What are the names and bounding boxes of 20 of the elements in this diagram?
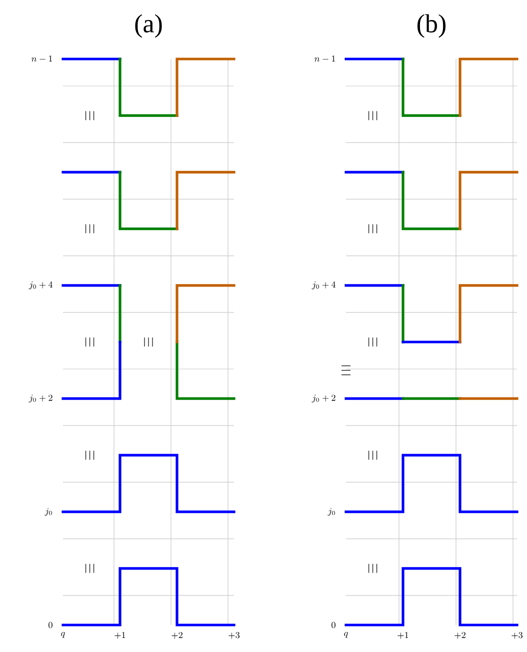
axis-label: $+2$ <box>172 632 182 639</box>
panel-label: (b) <box>418 14 446 38</box>
axis-label: $+1$ <box>398 632 408 639</box>
axis-label: $n-1$ <box>32 55 52 62</box>
axis-label: $+3$ <box>228 632 240 639</box>
panel-label: (a) <box>135 14 162 38</box>
axis-label: $0$ <box>48 622 52 628</box>
axis-label: $j_0+4$ <box>28 281 53 290</box>
axis-label: $j_0+2$ <box>312 394 336 403</box>
axis-label: $j_0$ <box>328 508 335 516</box>
axis-label: $q$ <box>61 632 65 638</box>
axis-label: $0$ <box>332 622 336 628</box>
axis-label: $+3$ <box>512 632 523 639</box>
axis-label: $+2$ <box>454 632 466 639</box>
axis-label: $j_0$ <box>44 508 52 516</box>
axis-label: $+1$ <box>114 632 126 639</box>
axis-label: $q$ <box>344 632 348 638</box>
axis-label: $j_0+2$ <box>28 394 52 403</box>
axis-label: $j_0+4$ <box>312 281 336 290</box>
axis-label: $n-1$ <box>314 55 336 62</box>
